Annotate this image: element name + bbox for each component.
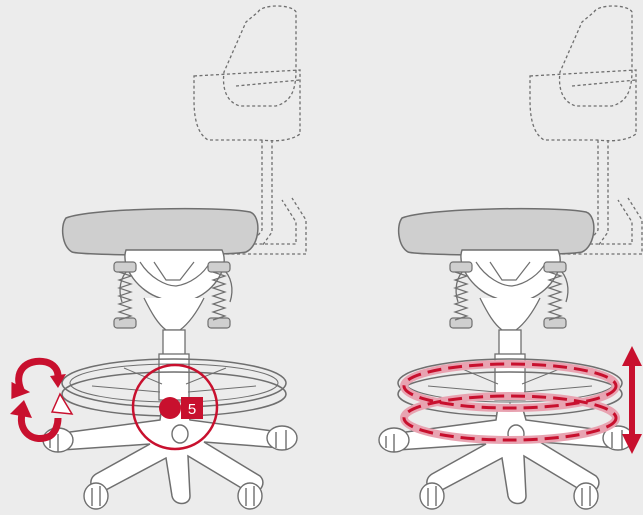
rotate-arrows-icon bbox=[6, 361, 72, 438]
step-number: 5 bbox=[188, 401, 196, 418]
step-5-badge-icon: 5 bbox=[159, 397, 203, 419]
stool-left bbox=[43, 6, 306, 509]
stool-right bbox=[379, 6, 642, 509]
height-adjust-arrow-icon bbox=[622, 346, 642, 454]
